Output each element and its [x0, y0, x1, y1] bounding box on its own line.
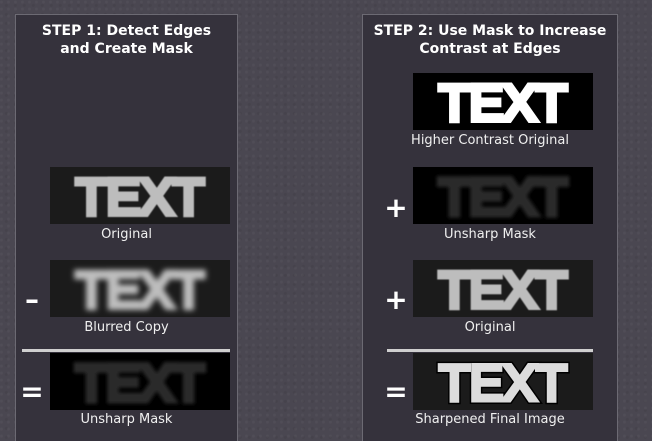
- svg-text:TEXT: TEXT: [76, 355, 204, 410]
- mask-image-graphic-2: TEXT: [413, 167, 593, 224]
- higher-contrast-caption: Higher Contrast Original: [411, 133, 569, 148]
- sharpened-caption: Sharpened Final Image: [415, 412, 565, 427]
- equals-operator-2: =: [384, 375, 408, 408]
- svg-text:TEXT: TEXT: [76, 262, 204, 317]
- blurred-text-image: TEXT: [50, 260, 230, 317]
- sharpened-image: TEXT TEXT: [413, 353, 593, 410]
- step2-panel: STEP 2: Use Mask to Increase Contrast at…: [362, 14, 618, 441]
- step1-title: STEP 1: Detect Edges and Create Mask: [41, 23, 212, 57]
- step1-panel: STEP 1: Detect Edges and Create Mask TEX…: [15, 14, 238, 441]
- step2-divider: [387, 349, 593, 352]
- step2-title: STEP 2: Use Mask to Increase Contrast at…: [373, 23, 607, 57]
- mask-image-graphic: TEXT: [50, 353, 230, 410]
- higher-contrast-graphic: TEXT: [413, 73, 593, 130]
- sharpened-image-graphic: TEXT TEXT: [413, 353, 593, 410]
- unsharp-mask-caption: Unsharp Mask: [80, 412, 173, 427]
- blurred-caption: Blurred Copy: [84, 320, 169, 335]
- original-image-graphic: TEXT: [50, 167, 230, 224]
- svg-text:TEXT: TEXT: [439, 355, 567, 410]
- original-caption-2: Original: [464, 320, 516, 335]
- svg-text:TEXT: TEXT: [439, 75, 567, 130]
- plus-operator-1: +: [384, 191, 408, 224]
- plus-operator-2: +: [384, 283, 408, 316]
- svg-text:TEXT: TEXT: [439, 169, 567, 224]
- equals-operator: =: [20, 375, 44, 408]
- original-caption: Original: [101, 227, 152, 242]
- svg-text:TEXT: TEXT: [76, 169, 204, 224]
- step1-divider: [22, 349, 230, 352]
- blurred-image-graphic: TEXT: [50, 260, 230, 317]
- unsharp-mask-image-2: TEXT: [413, 167, 593, 224]
- higher-contrast-image: TEXT: [413, 73, 593, 130]
- svg-text:TEXT: TEXT: [439, 355, 567, 410]
- unsharp-mask-caption-2: Unsharp Mask: [444, 227, 536, 242]
- unsharp-mask-image: TEXT: [50, 353, 230, 410]
- original-image-graphic-2: TEXT: [413, 260, 593, 317]
- svg-text:TEXT: TEXT: [439, 262, 567, 317]
- original-text-image: TEXT: [50, 167, 230, 224]
- original-text-image-2: TEXT: [413, 260, 593, 317]
- minus-operator: –: [25, 283, 39, 316]
